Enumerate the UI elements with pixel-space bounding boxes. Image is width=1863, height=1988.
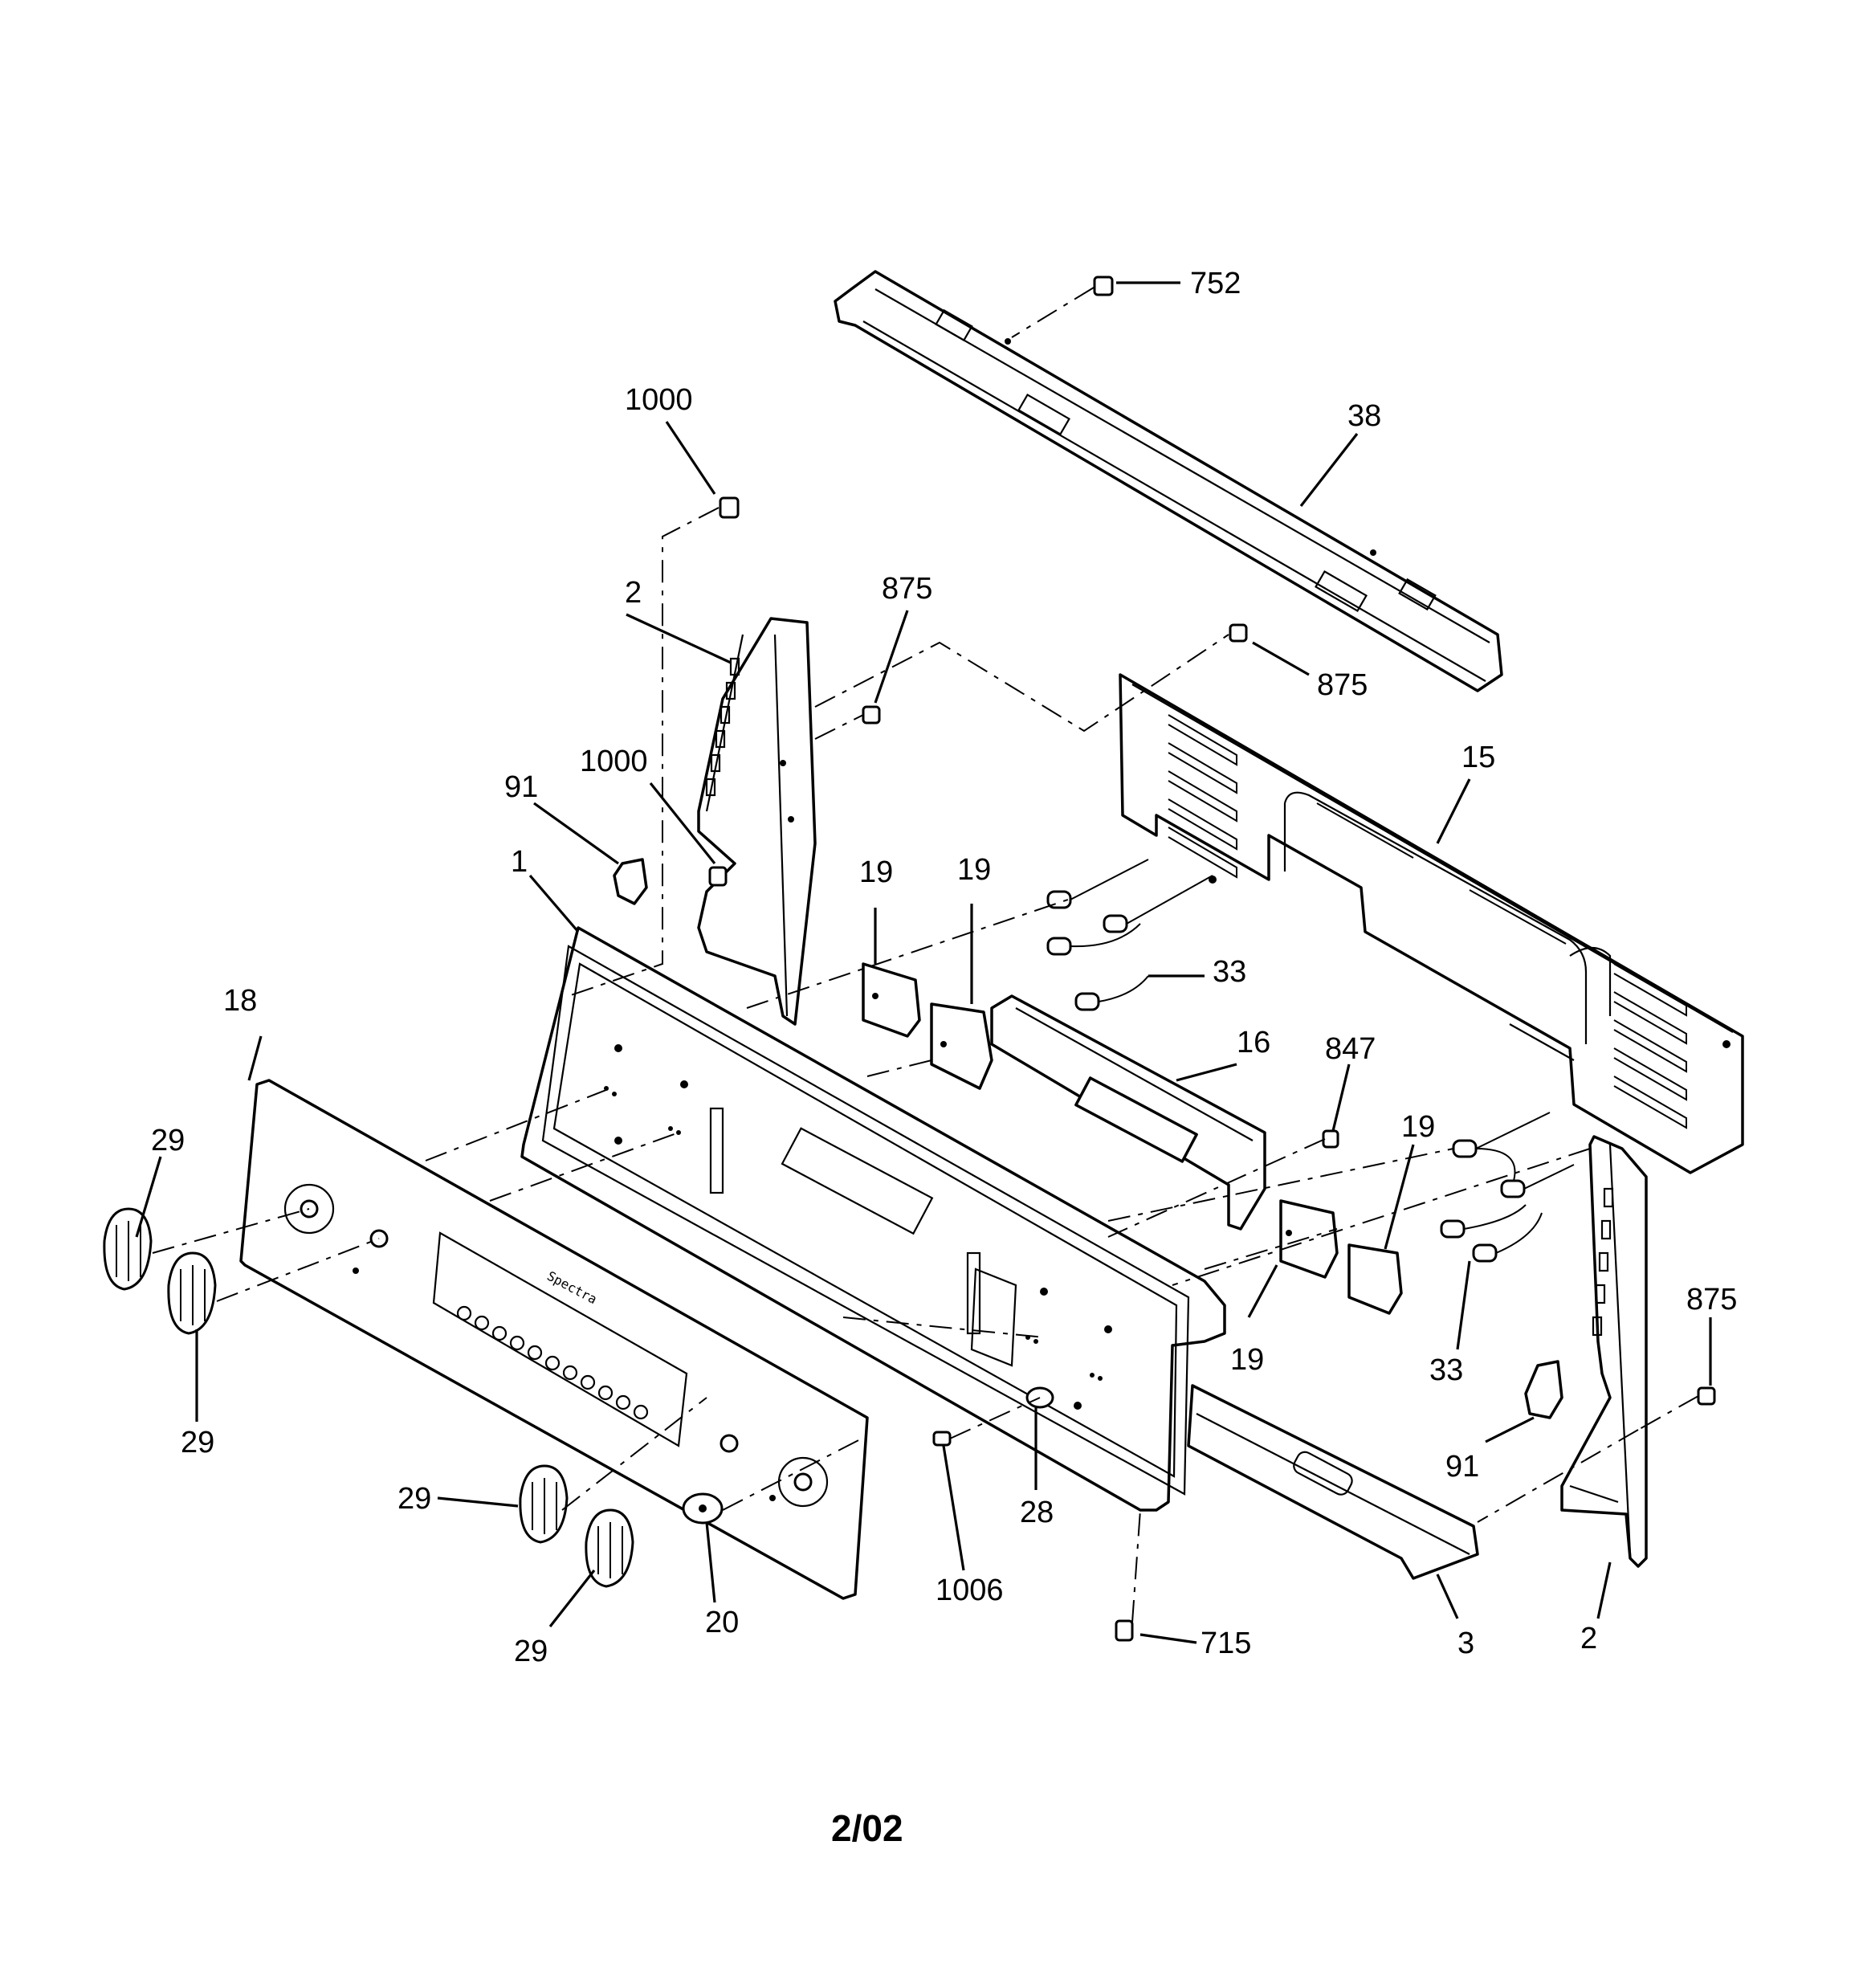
part-3-lower-rail bbox=[1187, 1384, 1479, 1580]
rear-panel-vents-right bbox=[1613, 963, 1687, 1129]
part-29-knob-d bbox=[585, 1508, 634, 1588]
callout-16: 16 bbox=[1237, 1026, 1270, 1059]
callout-2-left: 2 bbox=[625, 576, 642, 610]
screw-847 bbox=[1322, 1129, 1339, 1149]
callout-715: 715 bbox=[1201, 1627, 1251, 1660]
leader-lines bbox=[135, 281, 1712, 1644]
callout-33-bottom: 33 bbox=[1429, 1353, 1463, 1387]
callout-3: 3 bbox=[1457, 1627, 1474, 1660]
callout-847: 847 bbox=[1325, 1032, 1376, 1066]
part-2-left-endcap bbox=[697, 617, 817, 1026]
callout-1000-mid: 1000 bbox=[580, 745, 648, 778]
part-16-electronic-control bbox=[990, 994, 1266, 1231]
screw-875-far bbox=[1697, 1386, 1716, 1406]
front-panel-buttons bbox=[456, 1305, 649, 1420]
callout-91-left: 91 bbox=[504, 770, 538, 804]
callout-875-right: 875 bbox=[1317, 668, 1368, 702]
callout-2-right: 2 bbox=[1580, 1622, 1597, 1655]
revision-code: 2/02 bbox=[831, 1807, 903, 1849]
part-2-right-endcap bbox=[1560, 1135, 1648, 1568]
callout-1000-top: 1000 bbox=[625, 383, 693, 417]
assembly-lines bbox=[152, 287, 1699, 1623]
part-33-sockets-bottom bbox=[1440, 1112, 1575, 1263]
callout-91-right: 91 bbox=[1445, 1450, 1479, 1484]
callout-38: 38 bbox=[1347, 399, 1381, 433]
part-19-switch-c bbox=[1279, 1199, 1339, 1279]
screw-1000-mid bbox=[708, 866, 728, 887]
part-15-rear-panel bbox=[1119, 673, 1744, 1174]
callout-29-c: 29 bbox=[397, 1482, 431, 1516]
screw-1006 bbox=[932, 1431, 952, 1447]
callout-29-b: 29 bbox=[181, 1426, 214, 1459]
screw-875-right bbox=[1229, 623, 1248, 643]
callout-875-left: 875 bbox=[882, 572, 932, 606]
part-20-bezel bbox=[682, 1492, 724, 1525]
part-19-switch-d bbox=[1347, 1243, 1403, 1315]
screw-875-left bbox=[862, 705, 881, 725]
rear-panel-vents-left bbox=[1168, 714, 1237, 879]
callout-20: 20 bbox=[705, 1606, 739, 1639]
callout-875-far: 875 bbox=[1686, 1283, 1737, 1316]
callout-18: 18 bbox=[223, 984, 257, 1018]
screw-715 bbox=[1115, 1619, 1134, 1642]
callout-28: 28 bbox=[1020, 1496, 1054, 1529]
part-38-rear-bracket bbox=[834, 270, 1503, 692]
part-29-knob-a bbox=[103, 1207, 153, 1291]
part-29-knob-b bbox=[167, 1251, 217, 1335]
callout-labels: 752 38 1000 875 875 2 15 1000 91 1 19 19… bbox=[151, 267, 1737, 1668]
part-19-switch-b bbox=[930, 1002, 993, 1090]
callout-29-d: 29 bbox=[514, 1635, 548, 1668]
part-18-front-panel: Spectra bbox=[239, 1079, 869, 1600]
part-1-control-housing bbox=[520, 926, 1226, 1512]
callout-15: 15 bbox=[1461, 741, 1495, 774]
callout-29-a: 29 bbox=[151, 1124, 185, 1157]
callout-1: 1 bbox=[511, 845, 528, 879]
part-19-switch-a bbox=[862, 962, 921, 1038]
callout-752: 752 bbox=[1190, 267, 1241, 300]
screw-1000-top bbox=[719, 496, 740, 519]
screw-752 bbox=[1093, 276, 1114, 296]
part-33-sockets-top bbox=[1046, 859, 1213, 1011]
part-91-bracket-right bbox=[1524, 1360, 1563, 1419]
callout-19-a: 19 bbox=[859, 855, 893, 889]
callout-19-b: 19 bbox=[957, 853, 991, 887]
callout-19-d: 19 bbox=[1230, 1343, 1264, 1377]
part-29-knob-c bbox=[519, 1464, 569, 1544]
callout-19-c: 19 bbox=[1401, 1110, 1435, 1144]
callout-1006: 1006 bbox=[936, 1574, 1004, 1607]
part-91-bracket-left bbox=[613, 858, 648, 905]
callout-33-top: 33 bbox=[1213, 955, 1246, 989]
